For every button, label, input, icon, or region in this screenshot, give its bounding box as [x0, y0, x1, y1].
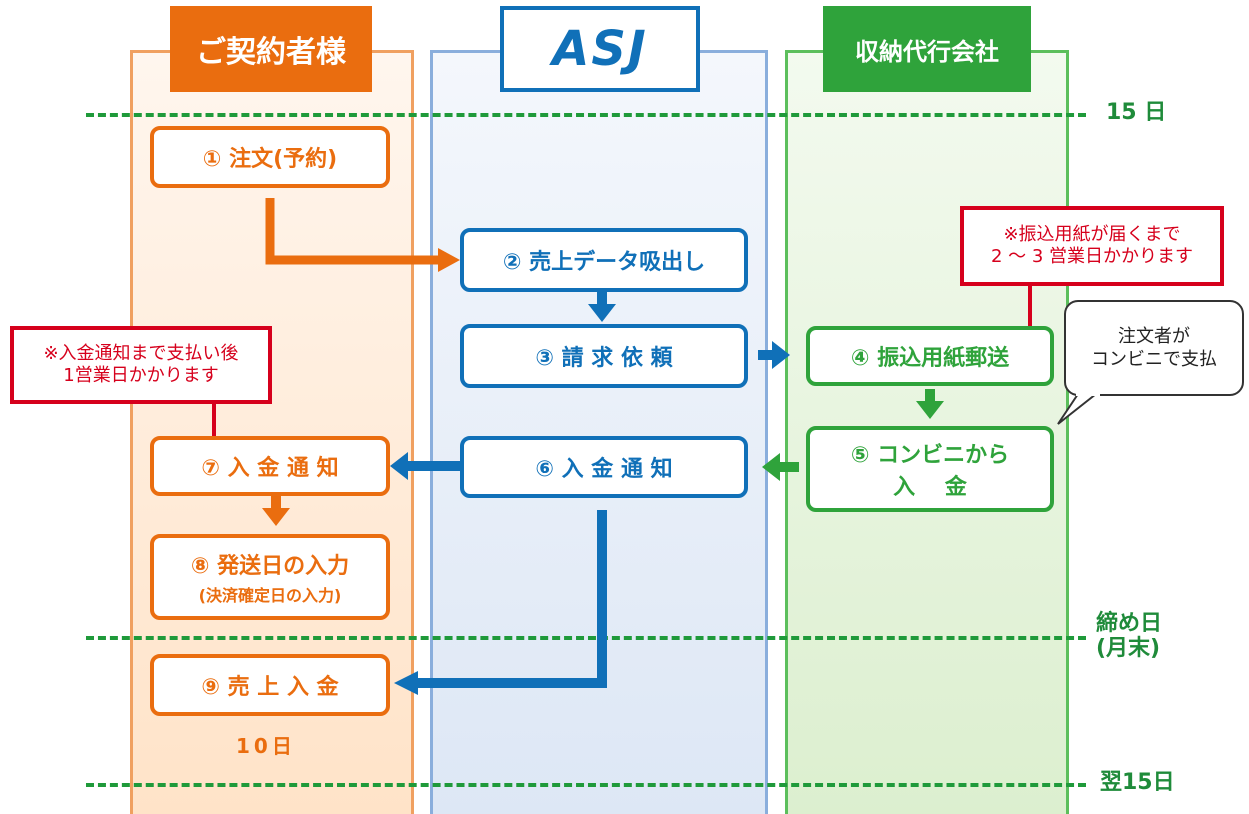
date-label-15: 15 日 — [1106, 100, 1167, 125]
step-6-payment-notice: ⑥ 入 金 通 知 — [460, 436, 748, 498]
payment-notice-note: ※入金通知まで支払い後 1営業日かかります — [10, 326, 272, 404]
step-5-convenience-payment: ⑤ コンビニから 入 金 — [806, 426, 1054, 512]
customer-payment-bubble: 注文者が コンビニで支払 — [1064, 300, 1244, 396]
step-2-sales-data: ② 売上データ吸出し — [460, 228, 748, 292]
date-line-next15 — [86, 783, 1086, 787]
slip-delivery-note-line1: ※振込用紙が届くまで — [1003, 223, 1181, 245]
bubble-line1: 注文者が — [1118, 325, 1190, 347]
step-3-billing-request: ③ 請 求 依 頼 — [460, 324, 748, 388]
arrow-4-to-5 — [916, 389, 944, 419]
step-4-payment-slip-mail: ④ 振込用紙郵送 — [806, 326, 1054, 386]
step-5-label-line1: ⑤ コンビニから — [850, 443, 1010, 468]
arrow-2-to-3 — [588, 292, 616, 322]
bubble-tail — [1057, 392, 1100, 425]
slip-delivery-note: ※振込用紙が届くまで 2 ～ 3 営業日かかります — [960, 206, 1224, 286]
date-label-closing-line2: (月末) — [1096, 636, 1161, 662]
right-note-connector — [1028, 284, 1032, 328]
date-line-15 — [86, 113, 1086, 117]
bubble-line2: コンビニで支払 — [1091, 349, 1217, 370]
step-9-label: ⑨ 売 上 入 金 — [201, 675, 339, 700]
arrow-1-to-2 — [265, 198, 460, 272]
step-6-label: ⑥ 入 金 通 知 — [535, 457, 673, 482]
step-7-payment-notice: ⑦ 入 金 通 知 — [150, 436, 390, 496]
step-1-label: ① 注文(予約) — [202, 147, 338, 172]
date-line-closing — [86, 636, 1086, 640]
step-9-sales-deposit: ⑨ 売 上 入 金 — [150, 654, 390, 716]
arrow-7-to-8 — [262, 496, 290, 526]
step-2-label: ② 売上データ吸出し — [502, 250, 706, 275]
left-note-connector — [212, 402, 216, 442]
step-8-ship-date-input: ⑧ 発送日の入力 (決済確定日の入力) — [150, 534, 390, 620]
step-7-label: ⑦ 入 金 通 知 — [201, 456, 339, 481]
step-1-order: ① 注文(予約) — [150, 126, 390, 188]
slip-delivery-note-line2: 2 ～ 3 営業日かかります — [990, 246, 1194, 267]
arrow-3-to-4 — [758, 341, 790, 369]
arrow-5-to-6 — [762, 453, 799, 481]
customer-lane-header: ご契約者様 — [170, 6, 372, 92]
step-4-label: ④ 振込用紙郵送 — [850, 346, 1010, 371]
step-3-label: ③ 請 求 依 頼 — [535, 346, 673, 371]
day-10-label: 10日 — [236, 734, 296, 758]
step-8-label-line1: ⑧ 発送日の入力 — [190, 554, 350, 579]
date-label-next15: 翌15日 — [1100, 770, 1175, 795]
agent-lane-header: 収納代行会社 — [823, 6, 1031, 92]
step-8-label-line2: (決済確定日の入力) — [198, 586, 342, 605]
payment-notice-note-line1: ※入金通知まで支払い後 — [43, 342, 239, 364]
date-label-closing-line1: 締め日 — [1096, 611, 1163, 636]
arrow-6-to-9 — [394, 510, 607, 695]
arrow-6-to-7 — [390, 452, 460, 480]
step-5-label-line2: 入 金 — [893, 475, 967, 500]
asj-lane-header: ASJ — [500, 6, 700, 92]
date-label-closing: 締め日 (月末) — [1096, 611, 1162, 662]
payment-notice-note-line2: 1営業日かかります — [63, 365, 219, 386]
